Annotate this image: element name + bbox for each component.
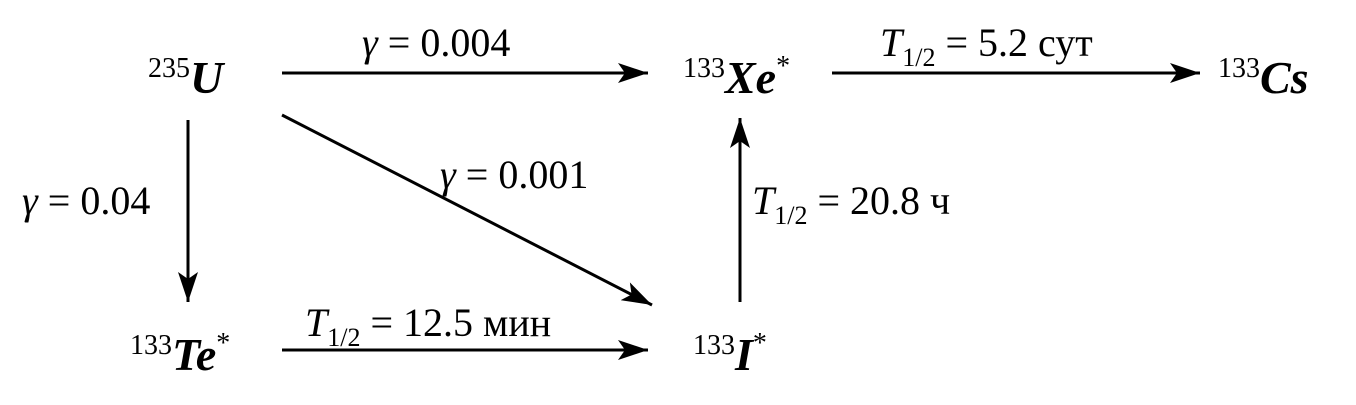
u235-symbol: U xyxy=(190,52,226,103)
i133-star: * xyxy=(753,328,767,359)
label-xe-to-cs: T1/2= 5.2 сут xyxy=(880,20,1093,72)
xe133-star: * xyxy=(776,51,790,82)
i133-symbol: I xyxy=(734,329,755,380)
label-i-to-xe: T1/2= 20.8 ч xyxy=(752,178,950,230)
label-u-to-i: γ= 0.001 xyxy=(440,152,588,197)
arrow-u-to-i xyxy=(281,113,653,307)
node-te133: 133Te* xyxy=(130,328,230,380)
node-u235: 235U xyxy=(148,52,226,103)
node-xe133: 133Xe* xyxy=(683,51,790,103)
u235-mass: 235 xyxy=(148,53,190,84)
te133-symbol: Te xyxy=(172,329,216,380)
xe133-mass: 133 xyxy=(683,53,725,84)
xe133-symbol: Xe xyxy=(723,52,776,103)
cs133-symbol: Cs xyxy=(1260,52,1309,103)
label-u-to-xe: γ= 0.004 xyxy=(362,20,510,65)
node-cs133: 133Cs xyxy=(1218,52,1309,103)
node-i133: 133I* xyxy=(693,328,767,380)
gamma-symbol: γ xyxy=(362,20,379,65)
label-te-to-i: T1/2= 12.5 мин xyxy=(305,300,551,352)
cs133-mass: 133 xyxy=(1218,53,1260,84)
te133-star: * xyxy=(216,328,230,359)
label-u-to-te: γ= 0.04 xyxy=(22,178,150,223)
te133-mass: 133 xyxy=(130,330,172,361)
i133-mass: 133 xyxy=(693,330,735,361)
